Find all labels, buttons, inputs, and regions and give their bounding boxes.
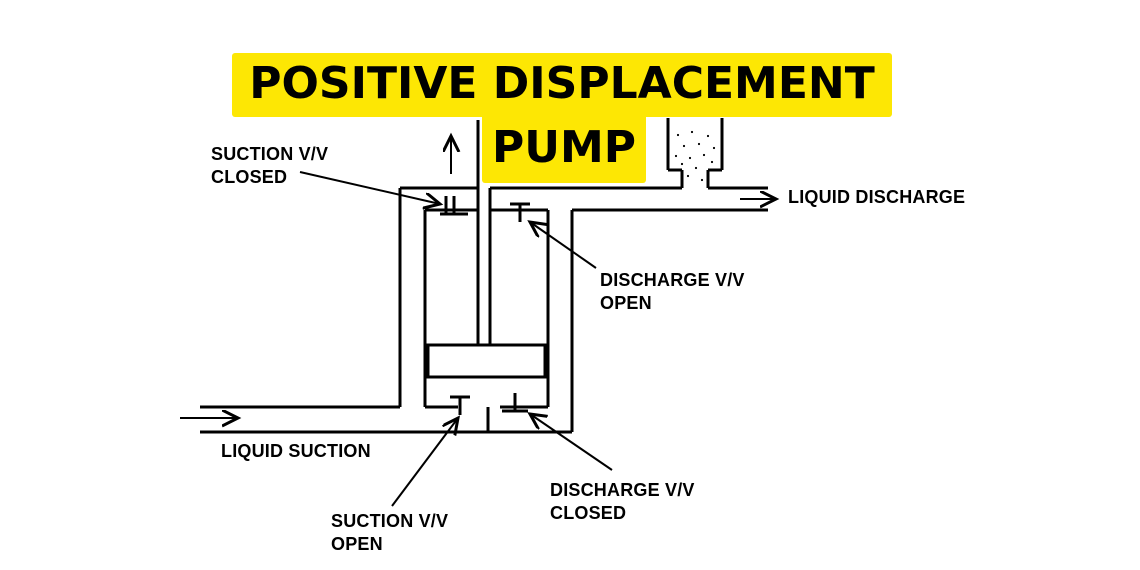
title-line-2: PUMP xyxy=(482,117,646,183)
label-liquid-suction: LIQUID SUCTION xyxy=(221,441,371,461)
suction-valve-top xyxy=(440,196,468,216)
leader-suction-top xyxy=(299,171,440,204)
label-liquid-discharge: LIQUID DISCHARGE xyxy=(788,187,966,207)
discharge-valve-bottom xyxy=(502,393,528,413)
piston xyxy=(426,120,547,379)
air-chamber xyxy=(666,118,724,190)
title-line-1: POSITIVE DISPLACEMENT xyxy=(232,53,892,117)
leader-discharge-bottom xyxy=(530,414,613,471)
suction-pipe xyxy=(200,188,572,434)
leader-discharge-top xyxy=(530,222,597,269)
cylinder-head xyxy=(400,186,668,212)
label-suction-valve-open: SUCTION V/V OPEN xyxy=(331,511,449,554)
suction-valve-bottom xyxy=(450,395,470,415)
label-suction-valve-closed: SUCTION V/V CLOSED xyxy=(211,144,329,187)
label-discharge-valve-closed: DISCHARGE V/V CLOSED xyxy=(550,480,695,523)
leader-suction-bottom xyxy=(391,418,458,507)
label-discharge-valve-open: DISCHARGE V/V OPEN xyxy=(600,270,745,313)
discharge-valve-top xyxy=(510,202,530,222)
pump-cylinder xyxy=(423,210,550,409)
discharge-pipe xyxy=(570,186,768,432)
